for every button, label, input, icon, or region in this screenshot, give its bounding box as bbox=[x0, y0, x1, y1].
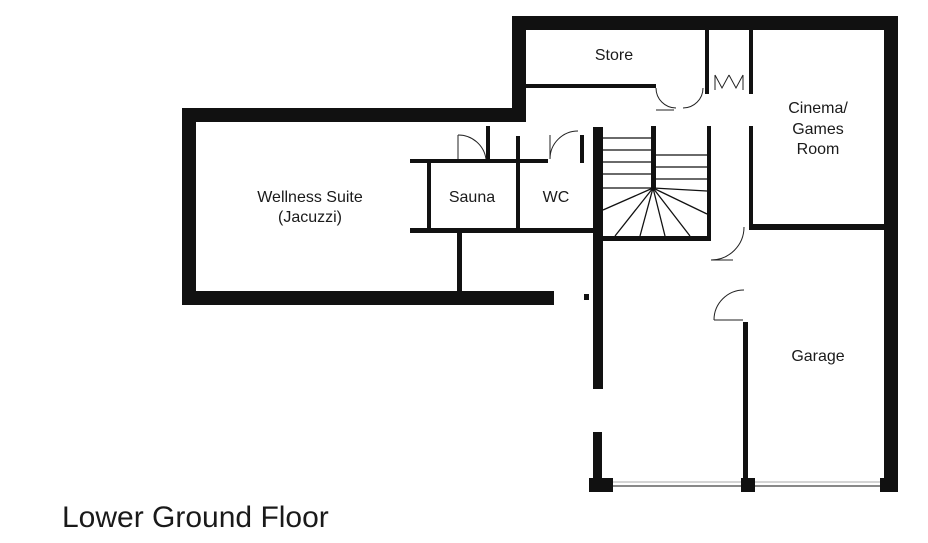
wellness-label-line2: (Jacuzzi) bbox=[278, 209, 342, 226]
room-labels: Store Cinema/ Games Room Wellness Suite … bbox=[257, 47, 848, 365]
garage-label: Garage bbox=[791, 348, 844, 365]
bottom-glazing bbox=[589, 478, 898, 492]
store-label: Store bbox=[595, 47, 633, 64]
cinema-label-line3: Room bbox=[797, 141, 840, 158]
sauna-label: Sauna bbox=[449, 189, 495, 206]
outer-walls bbox=[182, 16, 898, 492]
doors bbox=[457, 74, 745, 321]
staircase bbox=[602, 137, 708, 237]
interior-walls bbox=[410, 30, 889, 482]
wc-label: WC bbox=[543, 189, 570, 206]
floor-title: Lower Ground Floor bbox=[62, 501, 329, 534]
cinema-label-line1: Cinema/ bbox=[788, 100, 848, 117]
wellness-label-line1: Wellness Suite bbox=[257, 189, 363, 206]
cinema-label-line2: Games bbox=[792, 121, 844, 138]
